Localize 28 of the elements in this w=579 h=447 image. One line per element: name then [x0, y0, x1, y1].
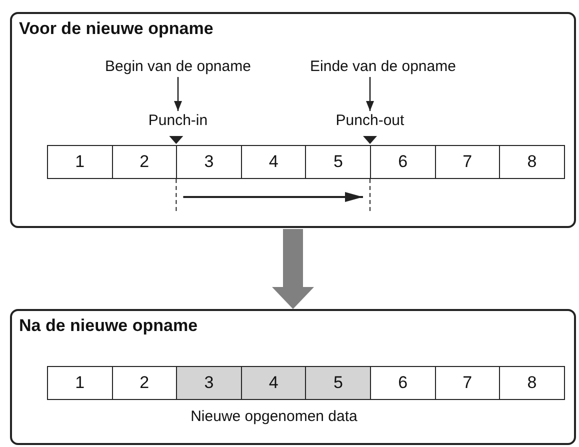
- segment-cell: 7: [434, 366, 500, 400]
- panel-heading: Voor de nieuwe opname: [19, 19, 214, 39]
- marker-label: Punch-in: [138, 111, 218, 131]
- segment-cell: 1: [47, 366, 113, 400]
- panel: [10, 309, 576, 445]
- marker-label: Punch-out: [320, 111, 420, 131]
- marker-label: Begin van de opname: [98, 57, 258, 77]
- segment-cell: 2: [112, 145, 178, 179]
- flow-arrow: [272, 229, 314, 309]
- segment-cell: 7: [434, 145, 500, 179]
- segment-cell: 6: [370, 366, 436, 400]
- segment-cell: 5: [305, 145, 371, 179]
- recorded-segment-cell: 3: [176, 366, 242, 400]
- segment-cell: 2: [112, 366, 178, 400]
- recorded-segment-cell: 4: [240, 366, 306, 400]
- arrow: [174, 77, 182, 111]
- panel-heading: Na de nieuwe opname: [19, 316, 198, 336]
- panel: [10, 12, 576, 228]
- marker-label: Einde van de opname: [303, 57, 463, 77]
- segment-cell: 8: [499, 145, 565, 179]
- segment-cell: 3: [176, 145, 242, 179]
- caption: Nieuwe opgenomen data: [190, 407, 358, 427]
- segment-cell: 1: [47, 145, 113, 179]
- segment-cell: 4: [240, 145, 306, 179]
- segment-cell: 6: [370, 145, 436, 179]
- recorded-segment-cell: 5: [305, 366, 371, 400]
- segment-cell: 8: [499, 366, 565, 400]
- arrow: [366, 77, 374, 111]
